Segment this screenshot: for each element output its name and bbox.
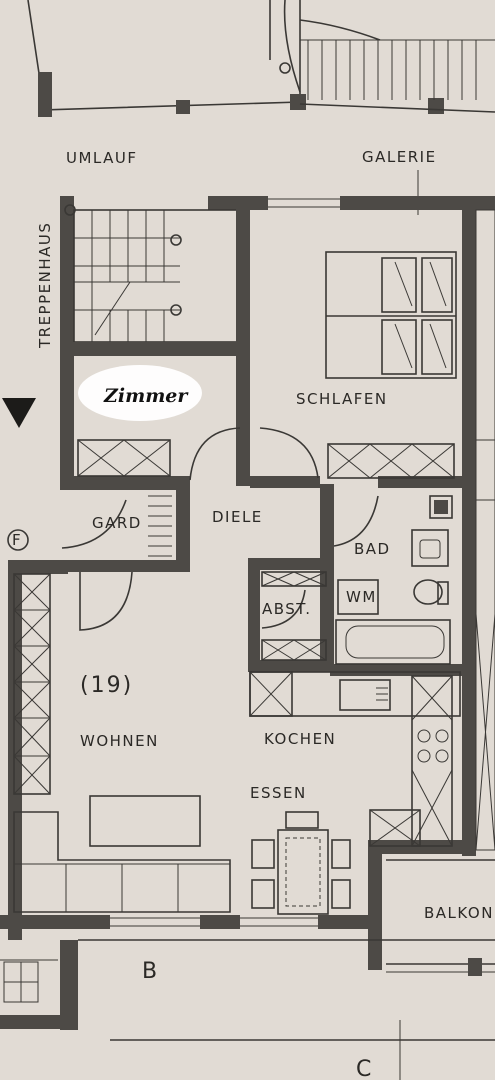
table-icon [251,811,351,915]
sink-icon [411,529,449,567]
kochen-label: KOCHEN [264,730,336,748]
zimmer-room [60,342,250,490]
zimmer-highlight [78,365,202,421]
kitchen [249,671,461,847]
diele-label: DIELE [212,508,263,526]
upper-gallery [27,0,495,117]
toilet-icon [413,579,449,605]
stairwell [64,196,250,486]
windows [110,198,340,927]
wohnen-label: WOHNEN [80,732,159,750]
abst-room [248,558,332,672]
bathtub-icon [335,619,451,665]
umlauf-label: UMLAUF [66,149,138,167]
galerie-label: GALERIE [362,148,437,166]
abst-label: ABST. [262,600,311,618]
axis-f-label: F [12,531,22,549]
wm-label: WM [346,588,377,606]
balkon-label: BALKON [424,904,494,922]
unit-number-label: (19) [80,673,133,698]
sofa [13,811,231,913]
schlafen-room [189,251,468,488]
axis-b-label: B [142,959,159,984]
balkon [386,859,495,976]
exterior-walls [0,196,495,1030]
lower-outline [0,939,495,1080]
north-arrow-icon [2,398,36,428]
bad-room [320,484,462,676]
neighbor-edge [475,209,495,851]
zimmer-label: Zimmer [103,385,189,407]
wall-cabinet [13,573,51,795]
coffee-table [89,795,201,847]
stove-icon [417,729,449,763]
washing-machine-box [337,579,379,615]
schlafen-label: SCHLAFEN [296,390,388,408]
treppenhaus-label: TREPPENHAUS [36,222,54,349]
axis-c-label: C [356,1057,373,1080]
bad-label: BAD [354,540,391,558]
essen-label: ESSEN [250,784,307,802]
axis-f-marker [7,529,29,551]
gard-label: GARD [92,514,142,532]
bed-icon [325,251,457,379]
gard-area [60,484,190,631]
